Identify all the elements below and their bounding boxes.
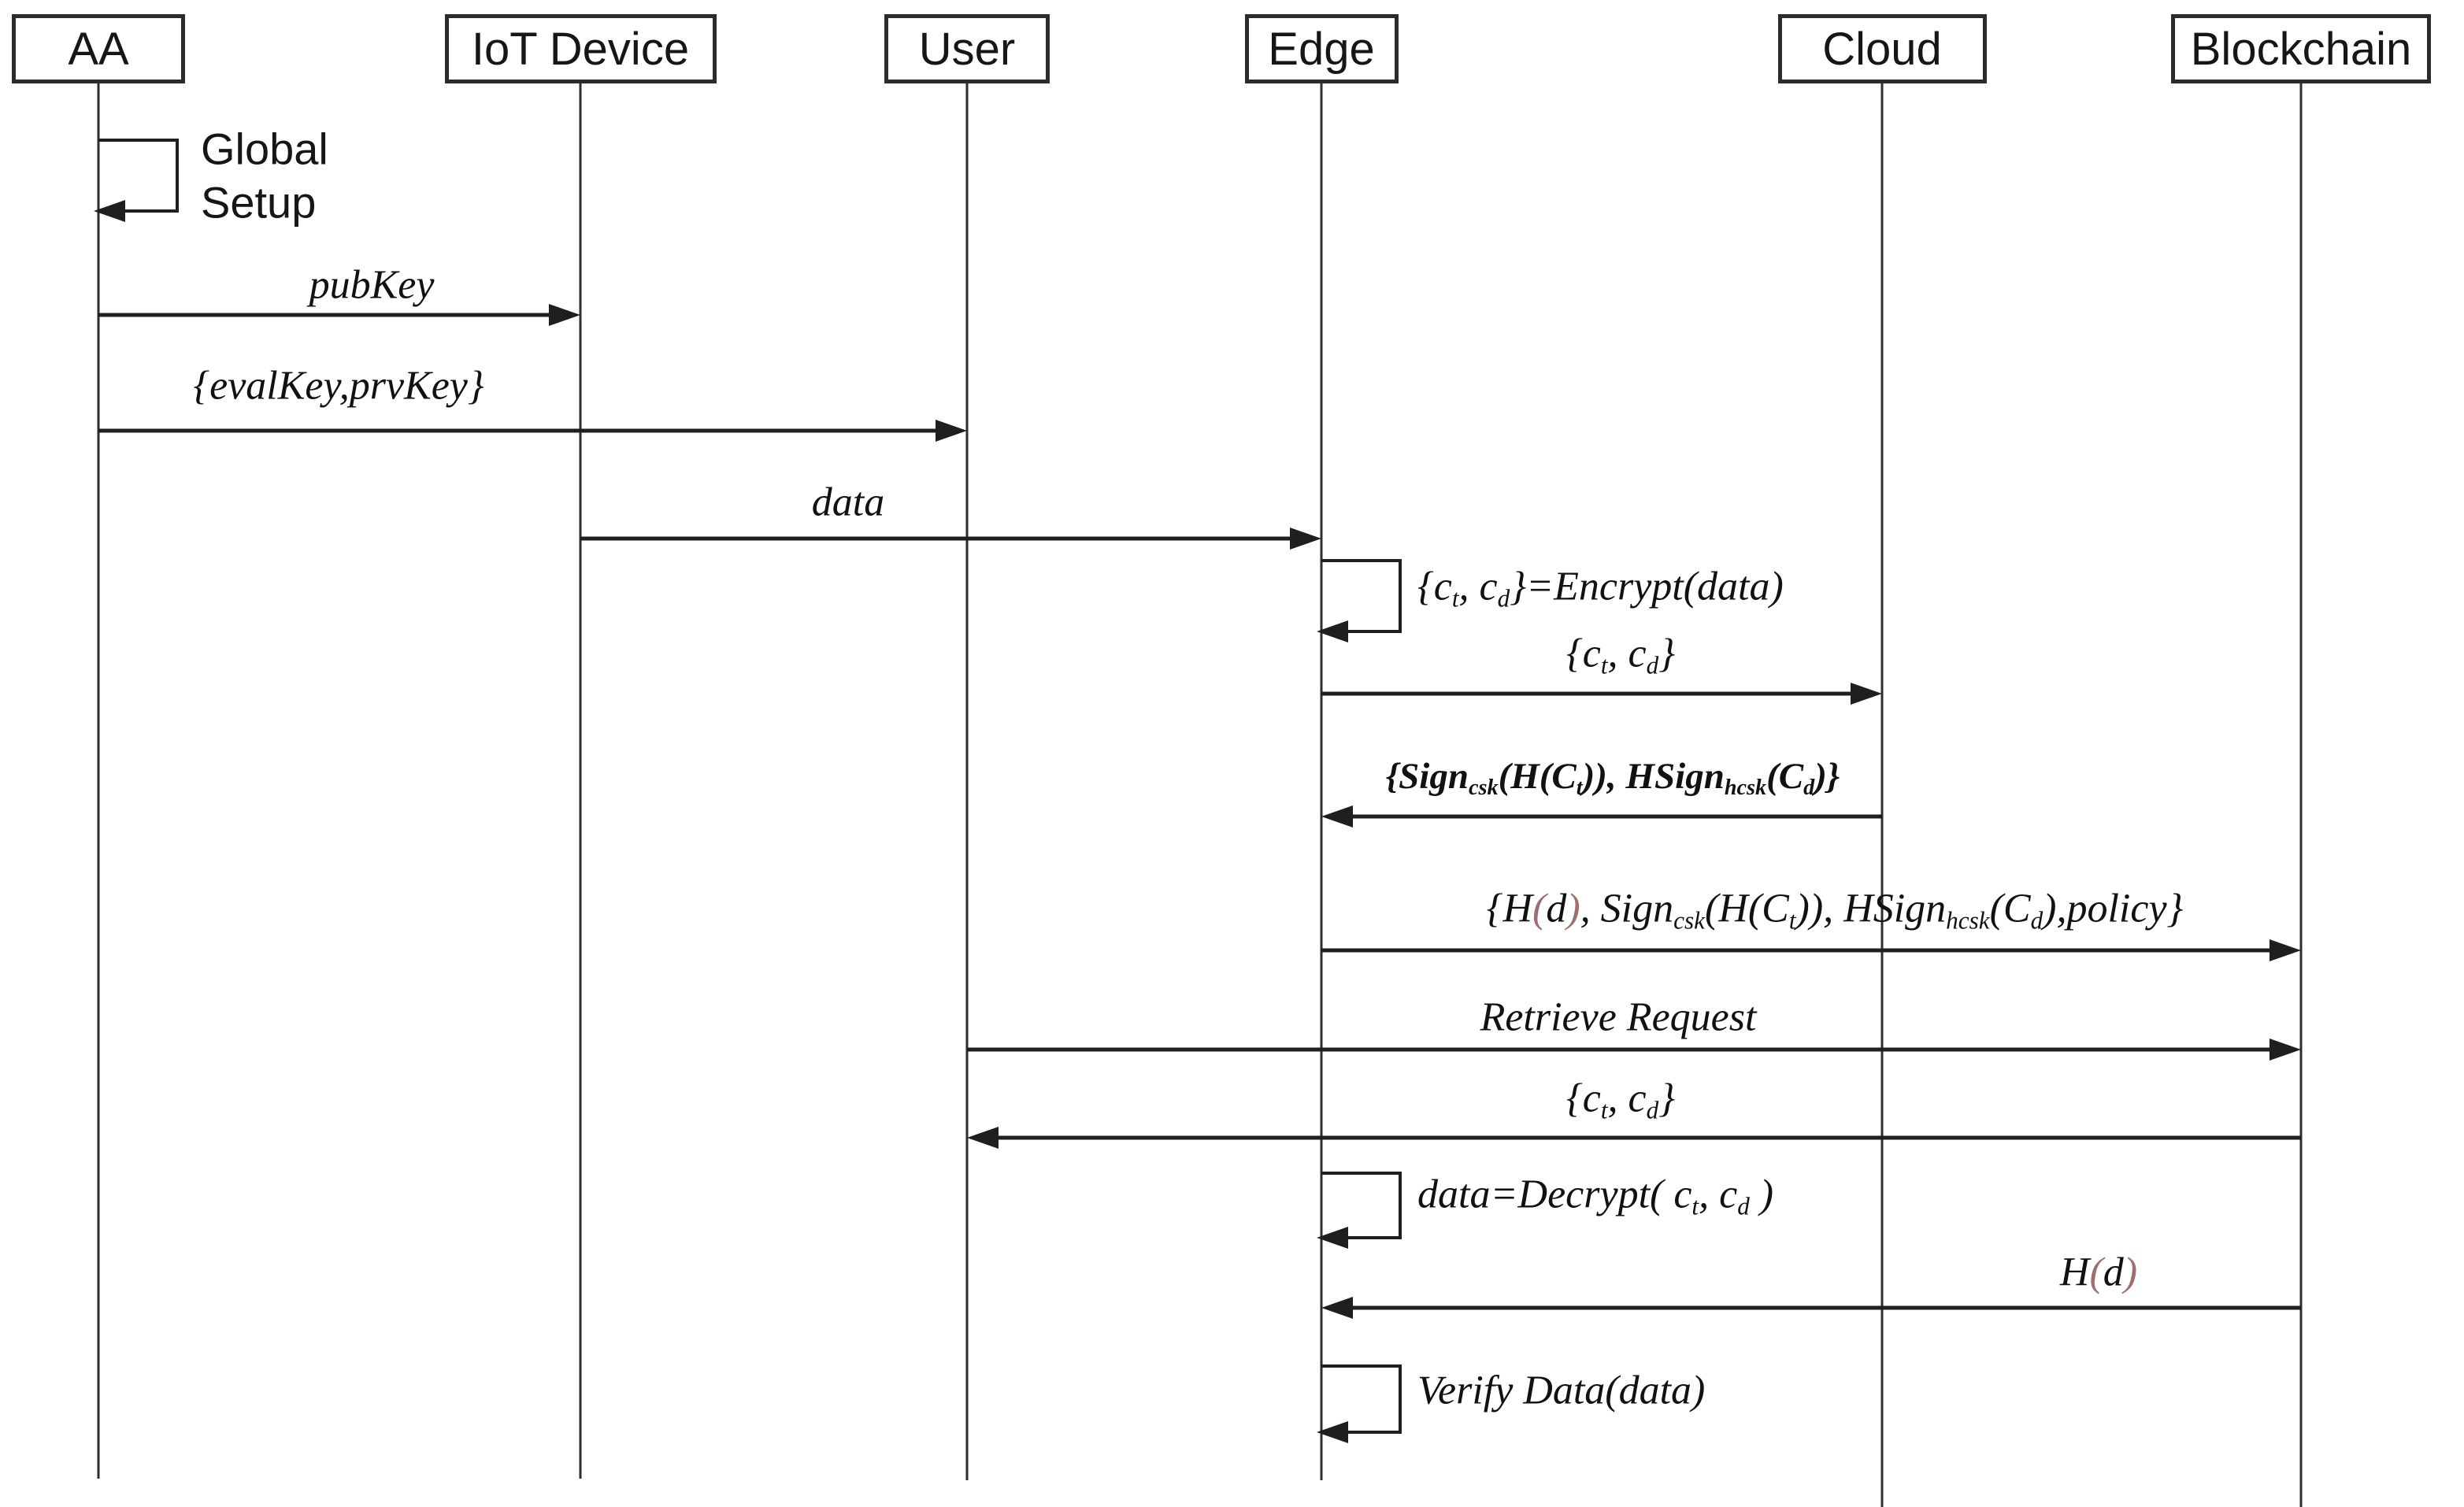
arrowhead-encrypt [1317, 620, 1348, 642]
message-label-ct-cd-to-user-segment: d [1646, 1096, 1659, 1124]
message-label-hash-policy-to-blockchain-segment: (H(C [1704, 886, 1789, 931]
message-label-hash-policy-to-blockchain-segment: (C [1989, 886, 2031, 931]
actor-label-blockchain: Blockchain [2190, 23, 2412, 75]
actor-box-blockchain: Blockchain [2171, 14, 2431, 83]
arrowhead-eval-prv-key [936, 420, 967, 442]
message-label-signatures-segment: t [1576, 776, 1583, 801]
message-label-hash-to-edge-segment: ) [2123, 1250, 2138, 1295]
arrowhead-verify [1317, 1421, 1348, 1443]
message-label-hash-to-edge-segment: ( [2089, 1250, 2103, 1295]
actor-label-iot: IoT Device [471, 23, 690, 75]
message-label-hash-policy-to-blockchain-segment: , Sign [1580, 886, 1674, 931]
self-call-label-verify-segment: Verify Data(data) [1417, 1368, 1706, 1413]
self-call-label-decrypt-segment: ) [1749, 1172, 1774, 1217]
self-call-label-decrypt-segment: data=Decrypt( c [1417, 1172, 1692, 1217]
message-label-hash-policy-to-blockchain-segment: d [2030, 906, 2043, 935]
self-call-label-encrypt-segment: }=Encrypt(data) [1510, 564, 1784, 609]
message-label-retrieve-request-segment: Retrieve Request [1480, 994, 1757, 1040]
self-call-label-global-setup-segment: Global [201, 124, 328, 174]
message-label-pubkey: pubKey [309, 262, 435, 309]
self-call-label-encrypt: {ct, cd}=Encrypt(data) [1417, 563, 1784, 613]
arrowhead-ct-cd-to-user [967, 1127, 999, 1149]
message-label-ct-cd-to-user-segment: } [1658, 1076, 1676, 1121]
actor-label-edge: Edge [1268, 23, 1375, 75]
message-label-data: data [812, 480, 884, 526]
actor-box-aa: AA [12, 14, 185, 83]
message-label-signatures-segment: csk [1468, 776, 1499, 801]
message-label-ct-cd-to-cloud-segment: , c [1607, 631, 1647, 676]
message-label-signatures-segment: (H(C [1498, 755, 1577, 797]
self-call-label-encrypt-segment: , c [1458, 564, 1498, 609]
self-call-loop-verify [1321, 1364, 1402, 1434]
actor-box-cloud: Cloud [1777, 14, 1987, 83]
self-call-label-encrypt-segment: t [1451, 584, 1459, 613]
message-label-ct-cd-to-user-segment: {c [1565, 1076, 1601, 1121]
arrowhead-data [1290, 528, 1321, 550]
self-call-label-decrypt-segment: , c [1699, 1172, 1738, 1217]
message-label-hash-policy-to-blockchain-segment: d [1546, 886, 1567, 931]
message-label-hash-policy-to-blockchain-segment: {H [1486, 886, 1533, 931]
message-label-hash-policy-to-blockchain: {H(d), Signcsk(H(Ct)), HSignhcsk(Cd),pol… [1487, 885, 2184, 935]
message-label-ct-cd-to-cloud-segment: d [1646, 651, 1659, 679]
message-label-data-segment: data [811, 480, 885, 525]
arrowhead-signatures [1321, 805, 1353, 828]
message-label-ct-cd-to-cloud-segment: t [1600, 651, 1608, 679]
actor-label-aa: AA [68, 23, 129, 75]
self-call-label-encrypt-segment: d [1497, 584, 1510, 613]
message-label-retrieve-request: Retrieve Request [1480, 994, 1757, 1041]
message-label-signatures: {Signcsk(H(Ct)), HSignhcsk(Cd)} [1386, 755, 1840, 801]
message-label-ct-cd-to-user-segment: , c [1607, 1076, 1647, 1121]
message-label-ct-cd-to-cloud: {ct, cd} [1566, 630, 1675, 679]
message-label-signatures-segment: {Sign [1385, 755, 1469, 797]
message-label-pubkey-segment: pubKey [309, 262, 435, 308]
self-call-label-global-setup-segment: Setup [201, 178, 317, 228]
self-call-loop-global-setup [98, 139, 179, 213]
message-label-hash-policy-to-blockchain-segment: ),policy} [2043, 886, 2184, 931]
message-label-hash-policy-to-blockchain-segment: hcsk [1946, 906, 1990, 935]
actor-box-user: User [884, 14, 1050, 83]
message-label-hash-to-edge-segment: d [2103, 1250, 2124, 1295]
message-label-hash-policy-to-blockchain-segment: ) [1566, 886, 1580, 931]
message-label-hash-policy-to-blockchain-segment: )), HSign [1795, 886, 1947, 931]
arrowhead-retrieve-request [2269, 1039, 2301, 1061]
self-call-loop-encrypt [1321, 559, 1402, 633]
message-label-ct-cd-to-cloud-segment: } [1658, 631, 1676, 676]
message-label-eval-prv-key: {evalKey,prvKey} [193, 363, 484, 409]
self-call-label-decrypt-segment: d [1737, 1192, 1750, 1220]
message-label-signatures-segment: )} [1814, 755, 1840, 797]
message-label-hash-policy-to-blockchain-segment: t [1788, 906, 1796, 935]
actor-label-cloud: Cloud [1822, 23, 1942, 75]
self-call-label-encrypt-segment: {c [1417, 564, 1452, 609]
message-label-hash-policy-to-blockchain-segment: ( [1532, 886, 1547, 931]
actor-label-user: User [918, 23, 1016, 75]
message-label-hash-to-edge: H(d) [2060, 1250, 2137, 1296]
arrowhead-pubkey [549, 304, 580, 326]
self-call-label-verify: Verify Data(data) [1417, 1368, 1705, 1414]
message-label-ct-cd-to-user: {ct, cd} [1566, 1075, 1675, 1124]
arrowhead-decrypt [1317, 1227, 1348, 1249]
message-label-signatures-segment: hcsk [1724, 776, 1767, 801]
message-label-ct-cd-to-user-segment: t [1600, 1096, 1608, 1124]
message-label-signatures-segment: (C [1766, 755, 1804, 797]
message-label-eval-prv-key-segment: {evalKey,prvKey} [193, 363, 484, 409]
self-call-label-decrypt: data=Decrypt( ct, cd ) [1417, 1171, 1773, 1220]
message-label-ct-cd-to-cloud-segment: {c [1565, 631, 1601, 676]
actor-box-iot: IoT Device [444, 14, 717, 83]
arrowhead-hash-policy-to-blockchain [2269, 939, 2301, 961]
arrowhead-global-setup [94, 200, 125, 222]
arrowhead-ct-cd-to-cloud [1851, 683, 1882, 705]
message-label-hash-policy-to-blockchain-segment: csk [1673, 906, 1705, 935]
self-call-label-decrypt-segment: t [1691, 1192, 1699, 1220]
message-label-hash-to-edge-segment: H [2059, 1250, 2090, 1295]
message-label-signatures-segment: )), HSign [1582, 755, 1725, 797]
self-call-loop-decrypt [1321, 1172, 1402, 1239]
message-label-signatures-segment: d [1803, 776, 1815, 801]
actor-box-edge: Edge [1244, 14, 1399, 83]
arrowhead-hash-to-edge [1321, 1297, 1353, 1319]
